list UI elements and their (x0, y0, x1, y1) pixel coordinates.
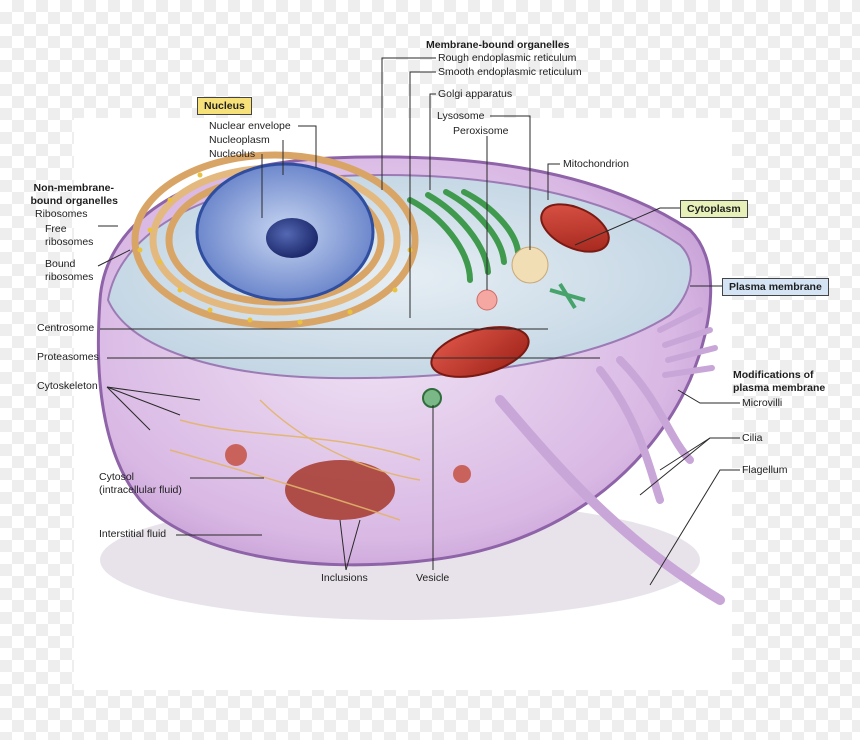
label-flagellum: Flagellum (742, 464, 788, 476)
label-golgi: Golgi apparatus (438, 88, 513, 100)
label-bound-ribosomes-1: Bound (45, 258, 76, 270)
label-nucleoplasm: Nucleoplasm (209, 134, 270, 146)
label-centrosome: Centrosome (37, 322, 95, 334)
cilium-2 (616, 356, 694, 464)
nucleus-box: Nucleus (197, 97, 252, 115)
plasma-membrane-box: Plasma membrane (722, 278, 829, 296)
label-ribosomes: Ribosomes (35, 208, 88, 220)
vesicle-shape (422, 388, 442, 408)
label-smooth-er: Smooth endoplasmic reticulum (438, 66, 582, 78)
ribosome-dots (137, 172, 413, 325)
label-cytosol-2: (intracellular fluid) (99, 484, 182, 496)
label-cytosol-1: Cytosol (99, 471, 135, 483)
label-free-ribosomes-2: ribosomes (45, 236, 94, 248)
membrane-bound-heading: Membrane-bound organelles (426, 39, 570, 51)
label-nuclear-envelope: Nuclear envelope (209, 120, 291, 132)
label-microvilli: Microvilli (742, 397, 783, 409)
cytoplasm-box: Cytoplasm (680, 200, 748, 218)
microvilli (657, 307, 718, 378)
cytoskeleton-fibers (169, 399, 421, 521)
modifications-heading-1: Modifications of (733, 369, 814, 381)
label-cytoskeleton: Cytoskeleton (37, 380, 98, 392)
peroxisome-shape (476, 289, 498, 311)
label-bound-ribosomes-2: ribosomes (45, 271, 94, 283)
label-inclusions: Inclusions (321, 572, 368, 584)
label-interstitial-fluid: Interstitial fluid (99, 528, 167, 540)
non-membrane-heading-2: bound organelles (30, 195, 118, 207)
non-membrane-heading-1: Non-membrane- (33, 182, 114, 194)
label-nucleolus: Nucleolus (209, 148, 256, 160)
centrosome-shape (549, 282, 586, 310)
inclusion-small-2 (453, 465, 471, 483)
flagellum (495, 395, 725, 605)
label-rough-er: Rough endoplasmic reticulum (438, 52, 577, 64)
nucleolus-shape (266, 218, 318, 258)
label-vesicle: Vesicle (416, 572, 450, 584)
label-free-ribosomes-1: Free (45, 223, 67, 235)
mitochondrion-1 (540, 203, 610, 253)
inclusion-large (285, 460, 395, 520)
label-peroxisome: Peroxisome (453, 125, 509, 137)
cilium-1 (596, 366, 664, 504)
label-mitochondrion: Mitochondrion (563, 158, 629, 170)
label-lysosome: Lysosome (437, 110, 485, 122)
modifications-heading-2: plasma membrane (733, 382, 826, 394)
inclusion-small-1 (225, 444, 247, 466)
label-cilia: Cilia (742, 432, 763, 444)
leader-lines (97, 57, 740, 586)
lysosome-shape (511, 246, 549, 284)
golgi-shape (407, 189, 521, 283)
label-proteasomes: Proteasomes (37, 351, 99, 363)
mitochondrion-2 (430, 326, 530, 378)
